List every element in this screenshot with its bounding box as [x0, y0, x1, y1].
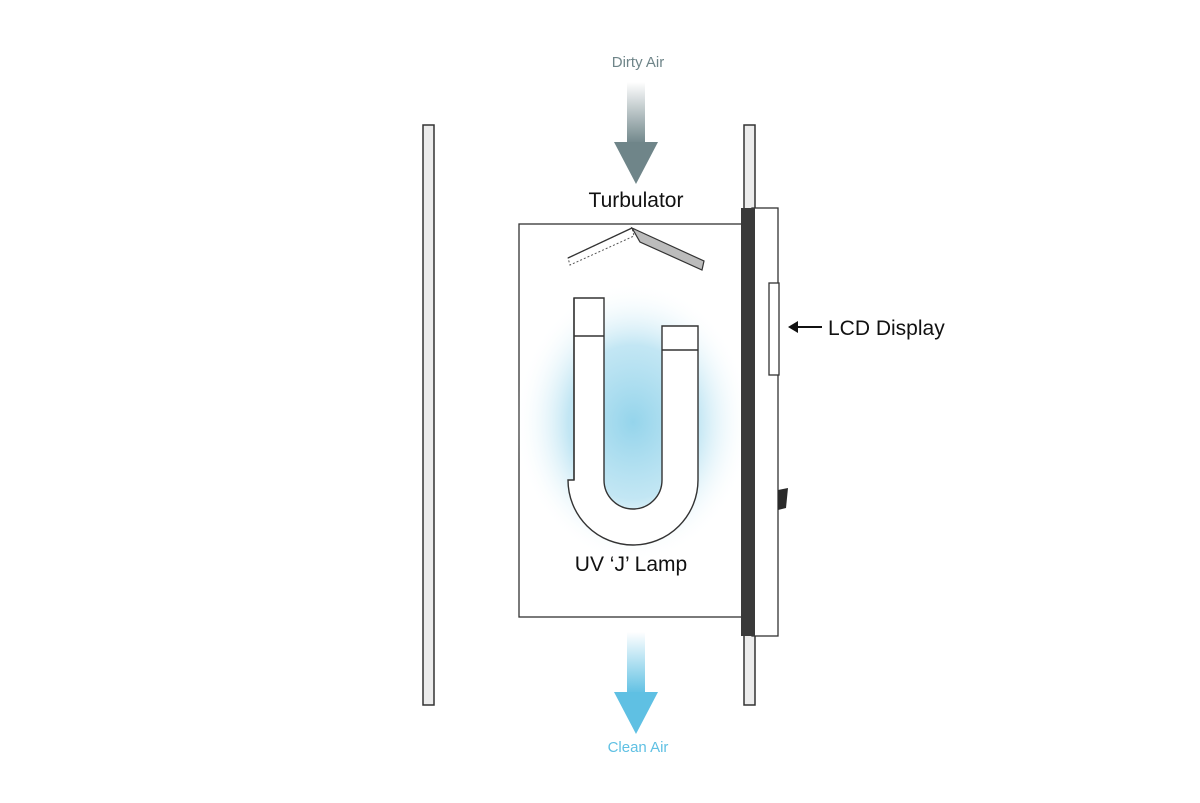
label-uv-lamp: UV ‘J’ Lamp — [575, 553, 687, 576]
control-box — [751, 207, 779, 637]
label-dirty-air: Dirty Air — [612, 54, 665, 71]
mount-plate — [741, 208, 755, 636]
power-switch — [778, 488, 788, 510]
label-turbulator: Turbulator — [589, 189, 684, 212]
duct-wall-left — [422, 124, 435, 706]
uv-j-lamp — [567, 297, 699, 546]
arrow-left-icon — [788, 321, 822, 333]
arrow-down-icon — [614, 82, 658, 184]
label-lcd-display: LCD Display — [828, 317, 945, 340]
label-clean-air: Clean Air — [608, 739, 669, 756]
turbulator — [567, 226, 705, 271]
arrow-down-icon — [614, 632, 658, 734]
lcd-display — [768, 282, 780, 376]
